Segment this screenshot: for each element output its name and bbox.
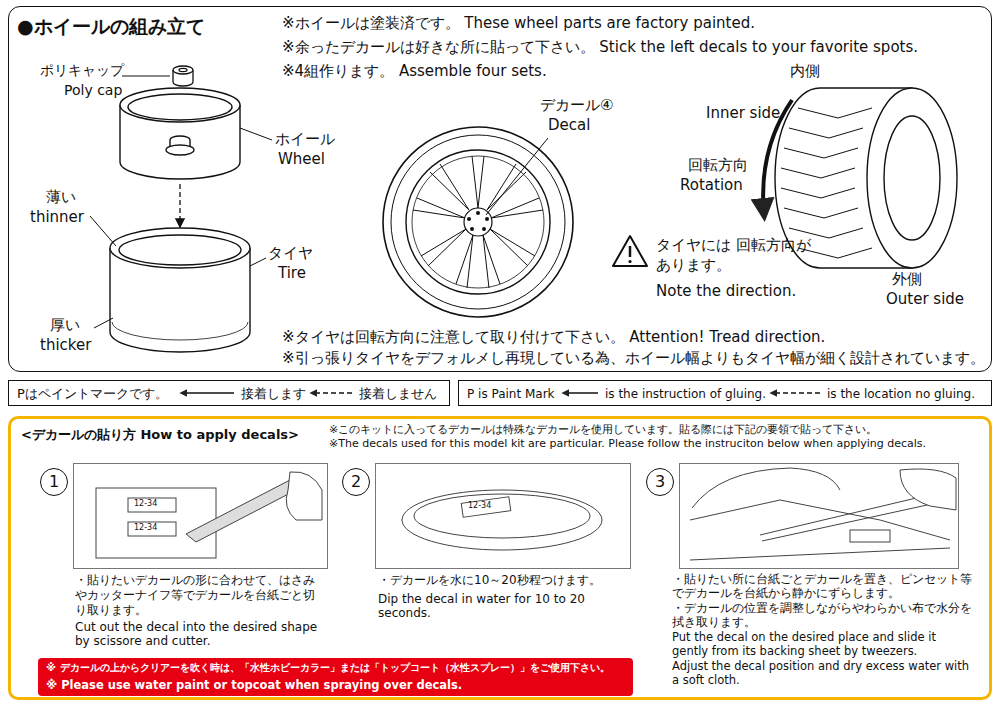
direction-label: Outer side (886, 290, 964, 308)
step-box: 2 (375, 463, 631, 569)
step-caption: Dip the decal in water for 10 to 20 seco… (378, 592, 628, 620)
note: ※ホイールは塗装済です。 These wheel parts are facto… (282, 14, 755, 33)
section-panel: ●ホイールの組み立て (8, 6, 992, 372)
node-text: is the instruction of gluing. (605, 387, 766, 402)
decal-number: 12-34 (468, 502, 491, 511)
direction-label: Inner side (706, 104, 780, 122)
note: ※タイヤは回転方向に注意して取り付けて下さい。 Attention! Tread… (282, 328, 825, 347)
warning-note: Note the direction. (656, 282, 796, 300)
node-text: <デカールの貼り方 How to apply decals> (21, 427, 299, 443)
part-name: thicker (40, 336, 91, 354)
node-text: P is Paint Mark (467, 387, 555, 402)
part-name: thinner (30, 208, 84, 226)
step-number: 1 (40, 468, 68, 496)
node-text: ※ デカールの上からクリアーを吹く時は、「水性ホビーカラー」または「トップコート… (46, 661, 610, 674)
note: ※余ったデカールは好きな所に貼って下さい。 Stick the left dec… (282, 38, 918, 57)
step-caption: Adjust the decal position and dry excess… (672, 660, 974, 688)
decal-number: 12-34 (134, 524, 157, 533)
step-caption: ・デカールの位置を調整しながらやわらかい布で水分を拭き取ります。 (672, 601, 974, 629)
part-name: 薄い (46, 188, 76, 206)
direction-label: 回転方向 (688, 156, 748, 174)
part-name: デカール④ (540, 96, 613, 114)
node-text: is the location no gluing. (827, 387, 975, 402)
node-text: ※ Please use water paint or topcoat when… (46, 678, 462, 692)
step-number: 3 (646, 468, 674, 496)
part-name: Tire (278, 264, 306, 282)
legend-box: P is Paint Mark is the instruction of glu… (458, 380, 992, 406)
note-box: ※ デカールの上からクリアーを吹く時は、「水性ホビーカラー」または「トップコート… (38, 658, 633, 696)
part-name: ホイール (275, 130, 335, 148)
direction-label: 内側 (790, 62, 820, 80)
step-caption: ・貼りたい所に台紙ごとデカールを置き、ピンセット等でデカールを台紙から静かにずら… (672, 572, 974, 600)
step-box: 3 (679, 463, 959, 569)
node-text: ●ホイールの組み立て (17, 15, 205, 39)
note: ※引っ張りタイヤをデフォルメし再現している為、ホイール幅よりもタイヤ幅が細く設計… (282, 349, 985, 368)
warning-note: タイヤには 回転方向があります。 (656, 236, 818, 275)
part-name: 厚い (50, 316, 80, 334)
step-caption: Put the decal on the desired place and s… (672, 631, 974, 659)
direction-label: 外側 (892, 270, 922, 288)
note: ※4組作ります。 Assemble four sets. (282, 62, 547, 81)
node-text: Pはペイントマークです。 (17, 386, 168, 402)
node-text: ※The decals used for this model kit are … (329, 437, 926, 451)
step-caption: Cut out the decal into the desired shape… (75, 620, 323, 648)
node-text: 接着します (241, 386, 306, 402)
node-text: ※このキットに入ってるデカールは特殊なデカールを使用しています。貼る際には下記の… (329, 423, 877, 437)
part-name: Decal (548, 116, 590, 134)
step-number: 2 (342, 468, 370, 496)
part-name: Wheel (278, 150, 325, 168)
step-box: 1 (73, 463, 328, 569)
part-name: タイヤ (268, 244, 313, 262)
step-caption: ・デカールを水に10～20秒程つけます。 (378, 573, 628, 588)
legend-box: Pはペイントマークです。 接着します 接着しません (8, 380, 450, 406)
part-name: ポリキャップ (40, 62, 124, 79)
direction-label: Rotation (680, 176, 743, 194)
node-text: 接着しません (359, 386, 437, 402)
part-name: Poly cap (64, 82, 122, 99)
decal-number: 12-34 (134, 500, 157, 509)
step-caption: ・貼りたいデカールの形に合わせて、はさみやカッターナイフ等でデカールを台紙ごと切… (75, 573, 323, 618)
